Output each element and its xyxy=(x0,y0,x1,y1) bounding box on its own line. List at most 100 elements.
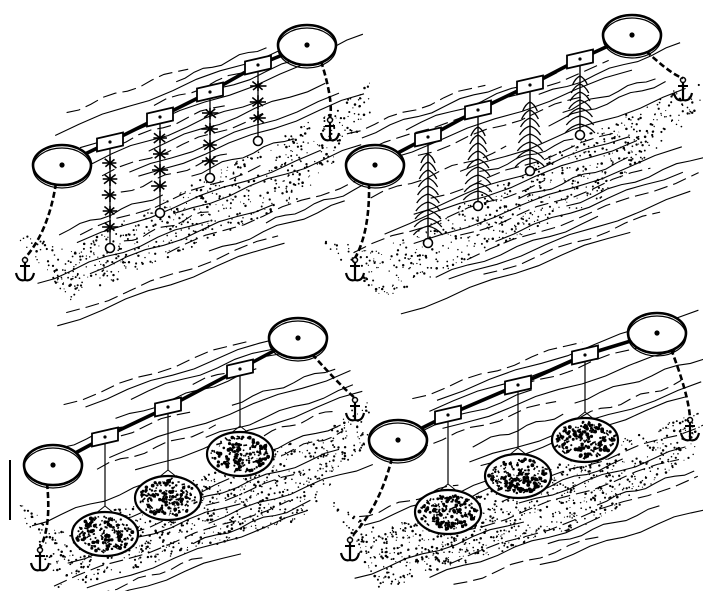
sand-grain xyxy=(564,530,566,532)
plant-leaf xyxy=(209,108,216,114)
sand-grain xyxy=(387,536,389,538)
sand-grain xyxy=(294,138,298,142)
sand-grain xyxy=(359,448,361,450)
sand-grain xyxy=(100,263,102,266)
basket-content xyxy=(218,451,223,456)
sand-grain xyxy=(288,443,290,446)
sand-grain xyxy=(96,572,100,575)
sand-grain xyxy=(631,151,633,153)
sand-grain xyxy=(22,505,24,507)
sand-grain xyxy=(337,465,339,467)
basket-content xyxy=(594,447,600,451)
plant-frond xyxy=(568,99,581,110)
sand-grain xyxy=(152,224,155,227)
sand-grain xyxy=(135,546,137,549)
sand-grain xyxy=(350,129,353,132)
basket-content xyxy=(460,514,463,517)
sand-grain xyxy=(668,469,670,471)
sand-grain xyxy=(185,522,189,525)
sand-grain xyxy=(556,521,558,523)
basket-content xyxy=(432,515,435,518)
sand-grain xyxy=(424,569,427,571)
sand-grain xyxy=(506,546,509,549)
basket-content xyxy=(191,499,194,502)
sand-grain xyxy=(462,555,464,557)
wave-line xyxy=(354,521,525,579)
sand-grain xyxy=(572,482,574,484)
sand-grain xyxy=(260,491,264,494)
basket-content xyxy=(105,545,108,548)
sand-grain xyxy=(480,546,484,549)
basket-content xyxy=(526,465,530,469)
basket-content xyxy=(247,457,250,460)
sand-grain xyxy=(296,154,298,156)
plant-frond xyxy=(477,166,491,177)
sand-grain xyxy=(464,219,466,221)
sand-grain xyxy=(46,260,50,263)
sand-grain xyxy=(592,474,595,477)
sand-grain xyxy=(219,489,221,491)
plant-leaf xyxy=(109,206,115,212)
wave-line xyxy=(449,475,699,565)
sand-grain xyxy=(483,497,486,500)
plant-frond xyxy=(427,161,437,172)
wave-line xyxy=(37,220,210,284)
basket-content xyxy=(173,504,176,507)
sand-grain xyxy=(374,261,376,263)
basket-content xyxy=(565,440,569,444)
sand-grain xyxy=(544,214,547,216)
sand-grain xyxy=(119,571,122,574)
sand-grain xyxy=(418,254,422,257)
sand-grain xyxy=(683,417,685,419)
basket-content xyxy=(564,427,568,430)
basket-content xyxy=(259,462,262,466)
basket-content xyxy=(111,525,115,529)
sand-grain xyxy=(201,542,203,544)
sand-grain xyxy=(356,540,358,542)
sand-grain xyxy=(635,130,638,133)
basket-content xyxy=(571,428,575,431)
sand-grain xyxy=(583,151,586,154)
sand-grain xyxy=(79,258,82,261)
sand-grain xyxy=(287,174,290,177)
sand-grain xyxy=(190,528,193,530)
sand-grain xyxy=(496,184,499,187)
sand-grain xyxy=(665,434,669,437)
sand-grain xyxy=(116,278,119,281)
sand-grain xyxy=(332,124,334,126)
sand-grain xyxy=(546,216,549,219)
sand-grain xyxy=(271,469,274,473)
sand-grain xyxy=(393,264,396,267)
basket-content xyxy=(467,498,470,501)
wave-line xyxy=(115,368,257,419)
sand-grain xyxy=(128,233,131,236)
sand-grain xyxy=(232,522,234,525)
sand-grain xyxy=(204,520,206,522)
sand-grain xyxy=(276,522,279,524)
sand-grain xyxy=(64,544,66,546)
sand-grain xyxy=(101,270,104,272)
sand-grain xyxy=(221,172,223,174)
basket-content xyxy=(185,496,188,498)
sand-grain xyxy=(569,506,571,508)
sand-grain xyxy=(241,486,243,488)
sand-grain xyxy=(242,217,244,219)
wave-line xyxy=(539,509,703,566)
sand-grain xyxy=(573,515,576,518)
sand-grain xyxy=(363,86,366,90)
plant-frond xyxy=(477,158,490,169)
sand-grain xyxy=(599,513,602,515)
sand-grain xyxy=(660,112,662,115)
sand-grain xyxy=(568,499,570,502)
sand-grain xyxy=(207,480,209,482)
sand-grain xyxy=(385,547,388,550)
basket-content xyxy=(510,464,514,469)
plant-frond xyxy=(420,153,429,164)
sand-grain xyxy=(555,201,558,204)
sand-grain xyxy=(503,544,506,547)
sand-grain xyxy=(443,551,445,553)
sand-grain xyxy=(266,479,268,482)
sand-grain xyxy=(628,134,630,137)
basket-content xyxy=(453,522,457,525)
sand-grain xyxy=(291,499,294,501)
